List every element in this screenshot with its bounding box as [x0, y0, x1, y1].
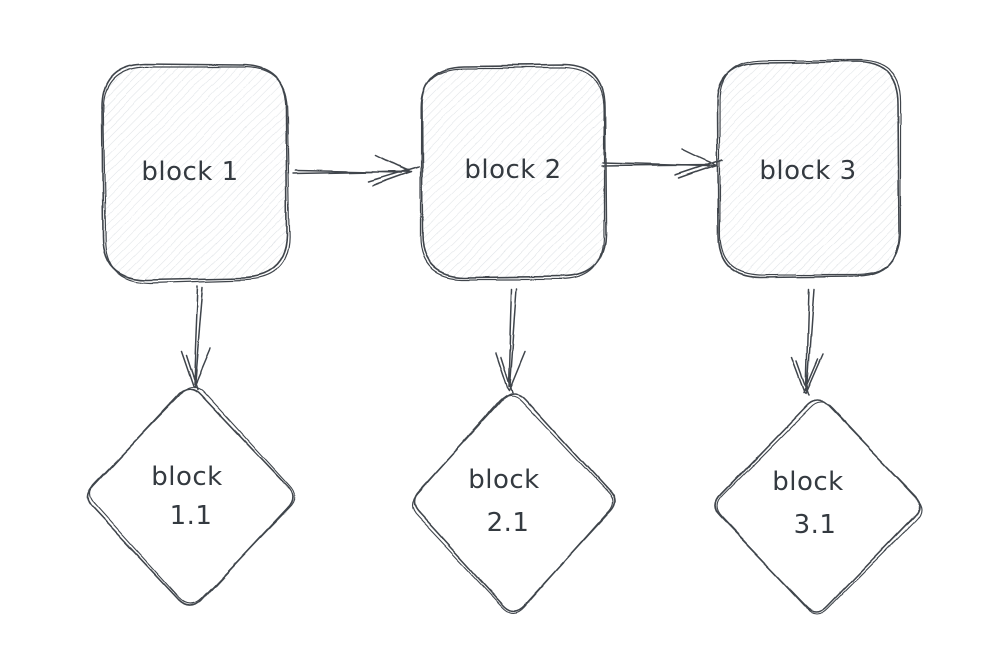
arrow-stroke: [791, 288, 824, 396]
arrow-stroke: [292, 155, 420, 187]
node-block-3-label: block 3: [759, 156, 856, 186]
label-layer: block 1 block 2 block 3 block 1.1 block …: [141, 155, 856, 540]
node-block-1-label: block 1: [141, 157, 238, 187]
arrow-block3-to-block3-1[interactable]: [791, 288, 824, 396]
arrow-stroke: [495, 287, 526, 393]
node-block-2-label: block 2: [464, 155, 561, 185]
node-block-2-1[interactable]: [409, 392, 616, 615]
node-block-1-1-label-line1: block: [151, 462, 223, 492]
node-block-3-1[interactable]: [713, 399, 924, 616]
node-block-2-1-label-line1: block: [468, 465, 540, 495]
arrow-stroke: [600, 148, 724, 179]
arrow-block2-to-block2-1[interactable]: [495, 287, 526, 393]
node-block-3-1-label-line2: 3.1: [794, 510, 837, 540]
arrow-block1-to-block2[interactable]: [292, 155, 420, 187]
diamond-shape: [86, 387, 294, 607]
arrow-stroke: [180, 285, 211, 390]
diamond-shape: [713, 399, 921, 613]
node-block-1-1-label-line2: 1.1: [170, 501, 213, 531]
arrow-block2-to-block3[interactable]: [600, 148, 724, 179]
sketch-layer: [86, 58, 924, 616]
node-block-1-1[interactable]: [86, 384, 297, 607]
node-block-2-1-label-line2: 2.1: [487, 508, 530, 538]
diamond-shape: [412, 392, 616, 612]
node-block-3-1-label-line1: block: [772, 467, 844, 497]
arrow-block1-to-block1-1[interactable]: [180, 285, 211, 390]
